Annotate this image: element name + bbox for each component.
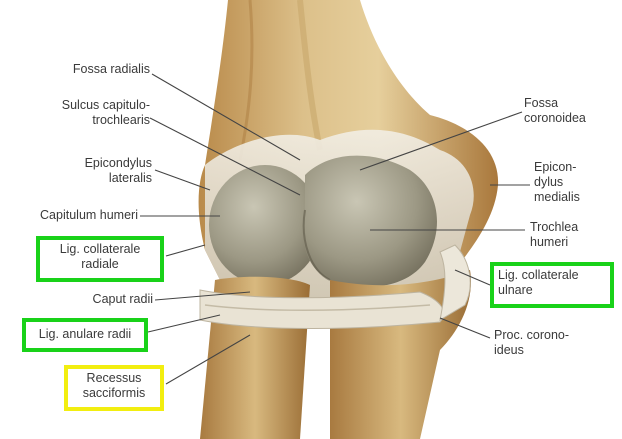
label-fossa-radialis: Fossa radialis [40,62,150,77]
label-epicon-med-line2: dylus [534,175,614,190]
label-lig-coll-uln-line2: ulnare [498,283,610,298]
label-recessus-line1: Recessus [68,371,160,386]
label-sulcus-capitulotrochlearis: Sulcus capitulo- trochlearis [20,98,150,128]
label-fossa-coron-line2: coronoidea [524,111,614,126]
label-lig-anulare-radii: Lig. anulare radii [26,327,144,342]
label-sulcus-line1: Sulcus capitulo- [20,98,150,113]
label-capitulum-humeri: Capitulum humeri [12,208,138,223]
label-epicondylus-lateralis: Epicondylus lateralis [40,156,152,186]
label-trochlea-line1: Trochlea [530,220,610,235]
label-epicon-med-line3: medialis [534,190,614,205]
label-lig-collaterale-radiale: Lig. collaterale radiale [40,242,160,272]
label-proc-coronoideus: Proc. corono- ideus [494,328,604,358]
label-lig-collaterale-ulnare: Lig. collaterale ulnare [498,268,610,298]
label-recessus-line2: sacciformis [68,386,160,401]
label-proc-coron-line1: Proc. corono- [494,328,604,343]
label-proc-coron-line2: ideus [494,343,604,358]
label-trochlea-humeri: Trochlea humeri [530,220,610,250]
label-recessus-sacciformis: Recessus sacciformis [68,371,160,401]
label-epicondylus-medialis: Epicon- dylus medialis [534,160,614,205]
label-epicondylus-lat-line2: lateralis [40,171,152,186]
label-sulcus-line2: trochlearis [20,113,150,128]
label-lig-coll-uln-line1: Lig. collaterale [498,268,610,283]
label-lig-coll-rad-line1: Lig. collaterale [40,242,160,257]
label-trochlea-line2: humeri [530,235,610,250]
label-fossa-coron-line1: Fossa [524,96,614,111]
label-epicon-med-line1: Epicon- [534,160,614,175]
label-epicondylus-lat-line1: Epicondylus [40,156,152,171]
label-fossa-coronoidea: Fossa coronoidea [524,96,614,126]
label-lig-coll-rad-line2: radiale [40,257,160,272]
label-caput-radii: Caput radii [60,292,153,307]
